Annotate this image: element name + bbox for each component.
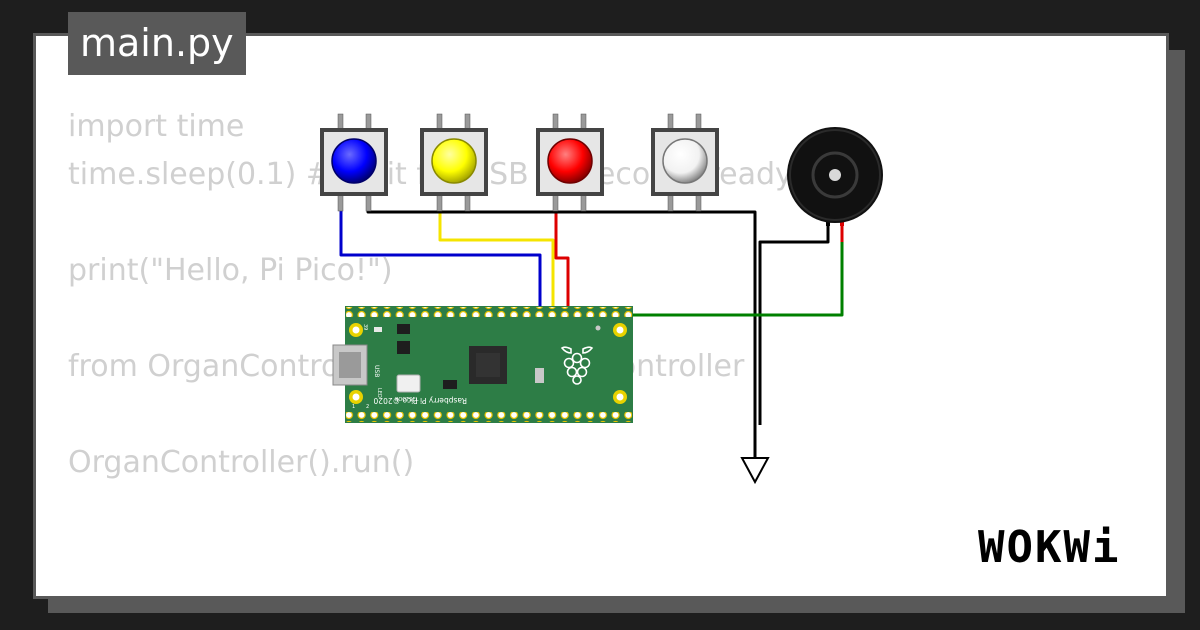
buzzer[interactable] bbox=[787, 127, 883, 226]
button-cap-red[interactable] bbox=[547, 138, 593, 184]
pin-label-1: 1 bbox=[352, 404, 355, 410]
raspberry-logo-icon bbox=[560, 346, 594, 385]
raspberry-pi-pico[interactable]: USB BOOTSEL LED 39 1 2 Raspberry Pi Pico… bbox=[332, 306, 633, 423]
pico-brand-text: Raspberry Pi Pico ©2020 bbox=[373, 396, 467, 405]
button-cap-blue[interactable] bbox=[331, 138, 377, 184]
wire-blue bbox=[339, 210, 542, 316]
file-tab[interactable]: main.py bbox=[68, 12, 246, 75]
ground-symbol-icon bbox=[740, 457, 770, 485]
usb-label: USB bbox=[373, 365, 380, 377]
pico-pin-row-bottom bbox=[346, 412, 632, 422]
wire-red bbox=[554, 210, 570, 316]
button-cap-white[interactable] bbox=[662, 138, 708, 184]
led-label: LED bbox=[376, 388, 382, 398]
code-line: OrganController().run() bbox=[68, 445, 415, 480]
wire-green bbox=[628, 240, 844, 317]
pushbutton-red[interactable] bbox=[536, 113, 604, 212]
usb-port bbox=[332, 344, 368, 386]
wire-buzzer-ground bbox=[758, 222, 830, 425]
code-line: print("Hello, Pi Pico!") bbox=[68, 253, 393, 288]
pushbutton-blue[interactable] bbox=[320, 113, 388, 212]
wire-yellow bbox=[438, 210, 555, 316]
bootsel-label: BOOTSEL bbox=[395, 397, 419, 403]
button-cap-yellow[interactable] bbox=[431, 138, 477, 184]
pin-label-39: 39 bbox=[362, 324, 368, 330]
wokwi-logo: WOKWi bbox=[978, 522, 1121, 573]
bootsel-button[interactable] bbox=[396, 374, 421, 393]
pushbutton-yellow[interactable] bbox=[420, 113, 488, 212]
pushbutton-white[interactable] bbox=[651, 113, 719, 212]
pin-label-2: 2 bbox=[366, 404, 369, 410]
wires bbox=[339, 210, 844, 458]
pico-pin-row-top bbox=[346, 307, 632, 317]
code-line: import time bbox=[68, 109, 245, 144]
